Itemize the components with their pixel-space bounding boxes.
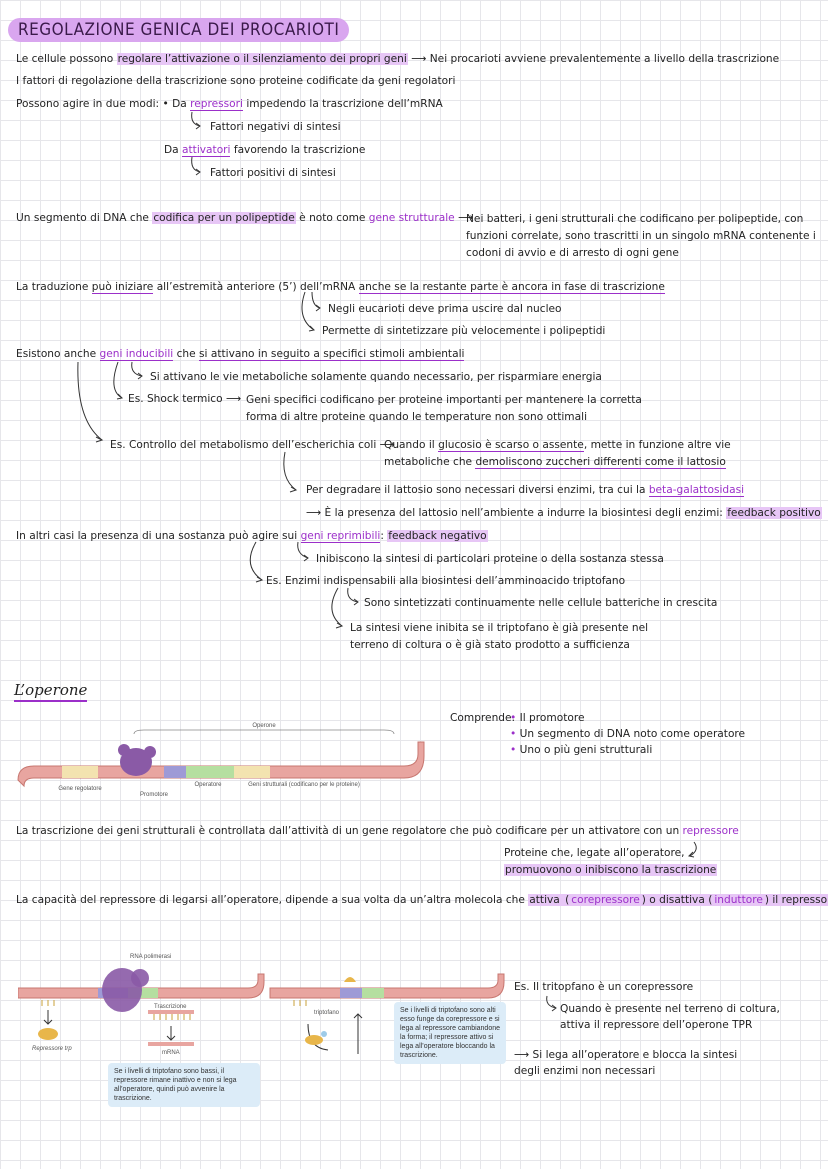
line-escherichia: Es. Controllo del metabolismo dell’esche… [110,439,395,451]
line-feedback-positivo: ⟶ È la presenza del lattosio nell’ambien… [306,507,822,519]
label-trascrizione: Trascrizione [154,1004,187,1010]
line-proteine-legate: Proteine che, legate all’operatore, [504,847,685,859]
line-attivatori: Da attivatori favorendo la trascrizione [164,144,366,157]
line-traduzione: La traduzione può iniziare all’estremità… [16,281,665,294]
label-mrna: mRNA [162,1050,180,1056]
line-shock-termico: Es. Shock termico ⟶ [128,393,242,405]
note-triptofano-bassi: Se i livelli di triptofano sono bassi, i… [108,1063,260,1107]
line-fattori-positivi: Fattori positivi di sintesi [210,167,336,179]
line-due-modi: Possono agire in due modi: • Da represso… [16,98,443,111]
line-fattori-negativi: Fattori negativi di sintesi [210,121,341,133]
label-operone: Operone [252,723,276,729]
comprende-item-2: • Un segmento di DNA noto come operatore [510,728,746,740]
line-geni-inducibili: Esistono anche geni inducibili che si at… [16,348,465,361]
line-attiva-repressore: Quando è presente nel terreno di coltura… [560,1003,780,1031]
comprende-label: Comprende: [450,712,516,724]
line-vie-metaboliche: Si attivano le vie metaboliche solamente… [150,371,602,383]
line-blocca-sintesi: ⟶ Si lega all’operatore e blocca la sint… [514,1049,738,1077]
line-capacita-repressore: La capacità del repressore di legarsi al… [16,893,828,907]
label-rna-polimerasi: RNA polimerasi [130,954,171,960]
label-operatore: Operatore [194,782,222,788]
line-gene-strutturale: Un segmento di DNA che codifica per un p… [16,212,474,224]
line-fattori: I fattori di regolazione della trascrizi… [16,75,456,87]
label-promotore: Promotore [140,792,169,798]
line-lattosio: Per degradare il lattosio sono necessari… [306,484,745,497]
line-repressore: La trascrizione dei geni strutturali è c… [16,825,739,837]
line-inibiscono: Inibiscono la sintesi di particolari pro… [316,553,664,565]
label-geni-strutturali: Geni strutturali (codificano per le prot… [248,782,360,788]
label-repressore-trp: Repressore trp [32,1046,72,1052]
line-eucarioti: Negli eucarioti deve prima uscire dal nu… [328,303,562,315]
trp-operon-diagram: RNA polimerasi Trascrizione mRNA Repress… [18,954,505,1056]
page-title: REGOLAZIONE GENICA DEI PROCARIOTI [8,18,350,42]
label-triptofano: triptofano [314,1010,340,1016]
section-title-operone: L’operone [14,680,88,702]
line-promuovono: promuovono o inibiscono la trascrizione [504,864,718,876]
line-sintetizzati: Sono sintetizzati continuamente nelle ce… [364,597,718,609]
line-geni-reprimibili: In altri casi la presenza di una sostanz… [16,530,488,543]
note-glucosio: Quando il glucosio è scarso o assente, m… [384,439,731,469]
operone-diagram: Operone Gene regolatore Promotore Operat… [17,723,425,798]
note-shock-termico: Geni specifici codificano per proteine i… [246,394,642,423]
note-triptofano-alti: Se i livelli di triptofano sono alti ess… [394,1002,506,1064]
line-sintesi-inibita: La sintesi viene inibita se il triptofan… [350,622,649,651]
label-gene-regolatore: Gene regolatore [58,786,102,792]
line-triptofano-enzimi: Es. Enzimi indispensabili alla biosintes… [266,575,626,587]
line-corepressore: Es. Il tritopfano è un corepressore [514,981,694,993]
line-velocemente: Permette di sintetizzare più velocemente… [322,325,606,337]
comprende-item-3: • Uno o più geni strutturali [510,744,653,756]
line-regolazione: Le cellule possono regolare l’attivazion… [16,53,780,65]
note-geni-strutturali: Nei batteri, i geni strutturali che codi… [466,213,816,259]
comprende-item-1: • Il promotore [510,712,585,724]
